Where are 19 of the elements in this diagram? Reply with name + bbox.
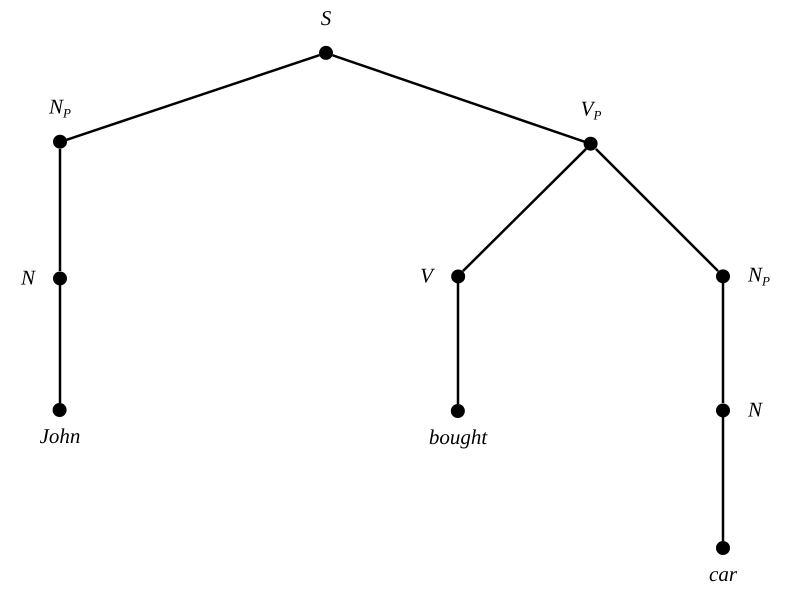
node-label: N$_{P}$ [748,263,770,289]
tree-branch [58,149,62,271]
node-label: N [20,266,35,290]
node-label: N$_{P}$ [49,96,71,121]
node-label: V$_{P}$ [580,98,602,123]
tree-branch [66,54,320,141]
node-label: John [40,425,80,448]
node-label: V [420,264,433,288]
node-label: bought [428,426,488,450]
node-label: N [748,398,762,422]
tree-branch [722,283,724,403]
tree-branch [456,283,460,404]
node-label: S [320,6,332,30]
tree-branch [595,148,719,272]
tree-branch [332,54,585,143]
tree-branch [722,417,724,541]
tree-branch [58,285,62,403]
tree-branch [462,148,587,272]
node-label: car [709,563,737,586]
